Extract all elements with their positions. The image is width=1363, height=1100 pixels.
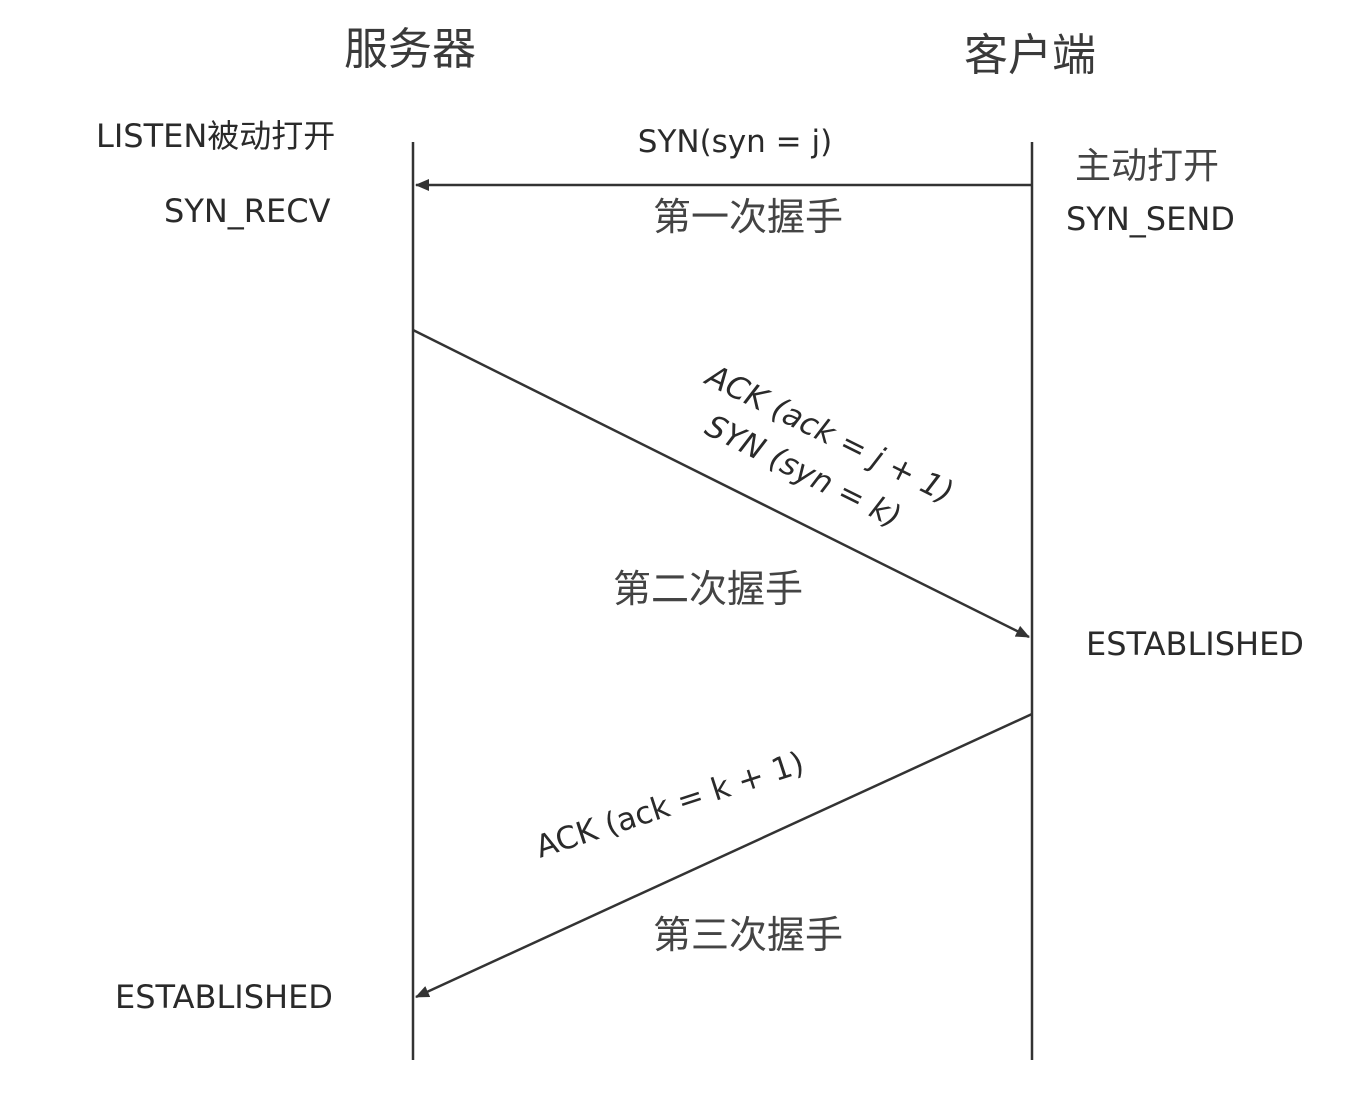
third-step-label: 第三次握手: [653, 913, 843, 957]
client-state-active-open: 主动打开: [1075, 146, 1219, 187]
third-handshake-arrow: [415, 712, 1033, 999]
second-step-label: 第二次握手: [613, 567, 803, 611]
client-title: 客户端: [964, 30, 1096, 81]
client-state-syn-send: SYN_SEND: [1066, 200, 1235, 238]
first-message-label: SYN(syn = j): [638, 124, 832, 160]
third-message-label: ACK (ack = k + 1): [531, 745, 808, 866]
server-state-syn-recv: SYN_RECV: [164, 192, 331, 230]
client-state-established: ESTABLISHED: [1086, 625, 1304, 663]
server-state-listen: LISTEN被动打开: [96, 117, 335, 155]
first-step-label: 第一次握手: [653, 195, 843, 239]
server-title: 服务器: [344, 24, 476, 75]
server-state-established: ESTABLISHED: [115, 978, 333, 1016]
second-handshake-arrow: [412, 328, 1030, 639]
